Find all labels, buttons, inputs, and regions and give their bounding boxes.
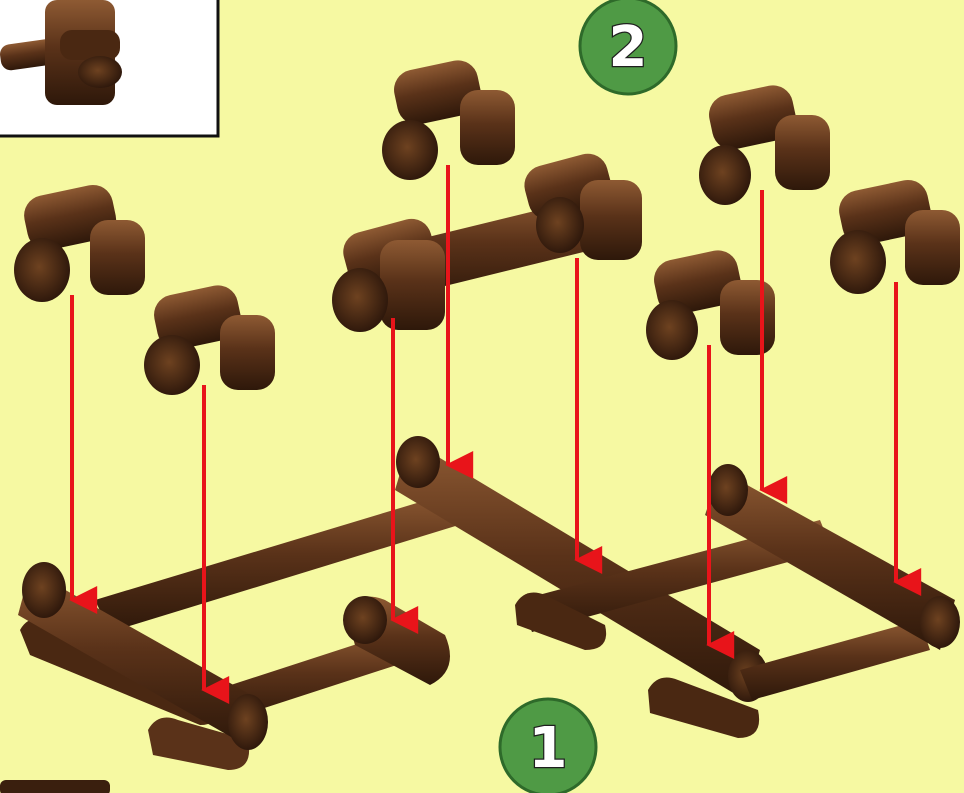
t-piece-right-mid bbox=[646, 247, 775, 360]
step-badge-2: 2 bbox=[580, 0, 676, 94]
t-piece-far-right bbox=[830, 176, 960, 294]
joint-upper-left bbox=[332, 214, 445, 332]
preview-thumbnail bbox=[0, 0, 218, 136]
step-number-2: 2 bbox=[609, 15, 648, 80]
t-piece-left bbox=[14, 181, 145, 302]
t-piece-left-mid bbox=[144, 282, 275, 395]
base-layer bbox=[18, 436, 960, 770]
step-badge-1: 1 bbox=[500, 699, 596, 793]
step-number-1: 1 bbox=[529, 716, 568, 781]
t-piece-top-center bbox=[382, 57, 515, 180]
log-back-left bbox=[95, 490, 475, 632]
log-front-right bbox=[740, 620, 930, 700]
partial-next-page-graphic bbox=[0, 780, 110, 793]
t-piece-top-right bbox=[699, 82, 830, 205]
